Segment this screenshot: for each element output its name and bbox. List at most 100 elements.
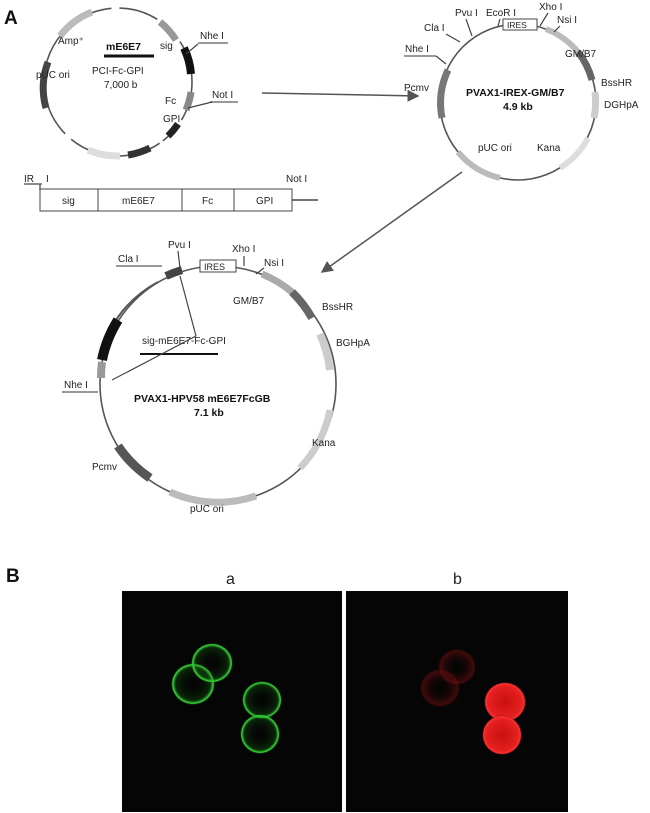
plasmid1-sig-label: sig <box>160 41 173 52</box>
plasmid3-bgh-label: BGHpA <box>336 338 370 349</box>
plasmid3-gm-dark <box>289 289 316 321</box>
plasmid2-xho-pointer <box>539 12 549 27</box>
plasmid2-dgh-label: DGHpA <box>604 100 639 111</box>
plasmid3-nsi-pointer <box>255 267 265 275</box>
plasmid1-insert-label: mE6E7 <box>106 41 141 53</box>
panel-a-label: A <box>4 8 18 29</box>
plasmid2-eco-pointer <box>497 18 501 27</box>
plasmid3-insert-label: sig-mE6E7-Fc-GPI <box>142 336 226 347</box>
plasmid3-nhe-label: Nhe I <box>64 380 88 391</box>
green-cell <box>191 643 233 683</box>
plasmid2-kana <box>558 136 591 171</box>
plasmid2-bss-label: BssHR <box>601 78 632 89</box>
plasmid1-amp-gene <box>57 8 94 39</box>
plasmid-pci-fc-gpi: mE6E7 PCI-Fc-GPI 7,000 b Amp⁺ pUC ori si… <box>36 7 238 160</box>
micrograph-b-background <box>346 591 568 812</box>
linear-left-label: IR <box>24 174 34 185</box>
plasmid2-name: PVAX1-IREX-GM/B7 <box>466 87 565 99</box>
plasmid3-bghpa <box>316 332 334 371</box>
plasmid3-nhe-pointer <box>111 335 197 381</box>
plasmid2-ires-label: IRES <box>507 20 527 30</box>
faint-red-cell <box>437 648 477 686</box>
plasmid-pvax1-irex-gm-b7: IRES PVAX1-IREX-GM/B7 4.9 kb Pvu I EcoR … <box>404 2 639 181</box>
panel-b-label: B <box>6 566 20 587</box>
plasmid1-nhe-label: Nhe I <box>200 31 224 42</box>
micrograph-a <box>122 591 342 812</box>
linear-left-site: I <box>46 174 49 185</box>
plasmid1-size: 7,000 b <box>104 80 138 91</box>
plasmid1-ori-label: pUC ori <box>36 70 70 81</box>
plasmid2-nhe-label: Nhe I <box>405 44 429 55</box>
plasmid2-nsi-label: Nsi I <box>557 15 577 26</box>
plasmid3-pvu-pointer <box>179 275 197 337</box>
plasmid1-gpi-label: GPI <box>163 114 180 125</box>
plasmid2-gm-gene <box>544 26 581 54</box>
plasmid2-pcmv-label: Pcmv <box>404 83 429 94</box>
plasmid1-amp-label: Amp⁺ <box>58 36 84 47</box>
plasmid3-insert-grey <box>96 361 106 379</box>
plasmid1-segment-bottom <box>86 146 121 160</box>
plasmid2-ires-box <box>502 18 538 31</box>
plasmid2-kana-label: Kana <box>537 143 561 154</box>
plasmid2-dghpa <box>590 91 600 119</box>
plasmid3-cla-label: Cla I <box>118 254 139 265</box>
plasmid2-pcmv <box>437 68 452 119</box>
plasmid3-pcmv <box>114 443 153 482</box>
green-cell <box>240 714 280 754</box>
plasmid2-nsi-pointer <box>553 25 561 33</box>
green-cell <box>242 681 282 719</box>
plasmid2-ori <box>455 150 501 181</box>
red-cell <box>482 715 522 755</box>
linear-segment-label: GPI <box>256 196 273 207</box>
plasmid-pvax1-hpv58: IRES sig-mE6E7-Fc-GPI PVAX1-HPV58 mE6E7F… <box>62 240 370 515</box>
plasmid1-fc-block <box>182 91 195 112</box>
plasmid3-ires-label: IRES <box>204 262 225 272</box>
plasmid2-size: 4.9 kb <box>503 101 533 113</box>
plasmid3-insert-dark-top <box>164 266 184 280</box>
plasmid2-gm-label: GM/B7 <box>565 49 597 60</box>
plasmid1-not-label: Not I <box>212 90 233 101</box>
plasmid1-insert-block <box>180 46 195 75</box>
linear-construct-map: IR I sig mE6E7 Fc GPI Not I <box>24 174 318 212</box>
plasmid3-pvu-label: Pvu I <box>168 240 191 251</box>
plasmid3-ori-label: pUC ori <box>190 504 224 515</box>
plasmid1-name: PCI-Fc-GPI <box>92 66 144 77</box>
plasmid2-gm-dark <box>575 49 596 82</box>
linear-segment-gpi <box>233 188 293 212</box>
plasmid1-gene-segment <box>157 19 179 42</box>
plasmid3-kana <box>297 409 334 471</box>
arrow-to-plasmid2 <box>261 89 420 102</box>
plasmid2-ori-label: pUC ori <box>478 143 512 154</box>
plasmid3-insert-black <box>97 317 123 362</box>
micrograph-a-background <box>122 591 342 812</box>
plasmid2-eco-label: EcoR I <box>486 8 516 19</box>
plasmid3-size: 7.1 kb <box>194 407 224 419</box>
plasmid3-nsi-label: Nsi I <box>264 258 284 269</box>
plasmid1-gpi-block <box>165 121 181 139</box>
plasmid2-pvu-pointer <box>465 18 473 37</box>
linear-segment-label: mE6E7 <box>122 196 155 207</box>
plasmid3-kana-label: Kana <box>312 438 336 449</box>
plasmid1-dark-segment <box>127 144 152 159</box>
red-cell <box>484 682 526 722</box>
plasmid3-ori <box>168 488 258 506</box>
linear-segment-label: sig <box>62 196 75 207</box>
plasmid3-bss-label: BssHR <box>322 302 353 313</box>
plasmid1-ori-block <box>39 60 52 109</box>
plasmid3-gm-light <box>260 270 295 295</box>
plasmid2-cla-pointer <box>445 33 461 43</box>
plasmid3-name: PVAX1-HPV58 mE6E7FcGB <box>134 393 271 405</box>
plasmid3-pvu-site <box>177 250 181 269</box>
plasmid2-cla-label: Cla I <box>424 23 445 34</box>
panel-b-image-label: a <box>226 571 235 588</box>
plasmid3-gm-label: GM/B7 <box>233 296 265 307</box>
plasmid2-nhe-pointer <box>435 55 447 65</box>
plasmid2-xho-label: Xho I <box>539 2 562 13</box>
arrow-to-plasmid3 <box>320 171 463 273</box>
linear-right-site: Not I <box>286 174 307 185</box>
micrograph-b <box>346 591 568 812</box>
plasmid3-ires-box <box>199 259 237 273</box>
plasmid3-pcmv-label: Pcmv <box>92 462 117 473</box>
panel-b-image-label: b <box>453 571 462 588</box>
